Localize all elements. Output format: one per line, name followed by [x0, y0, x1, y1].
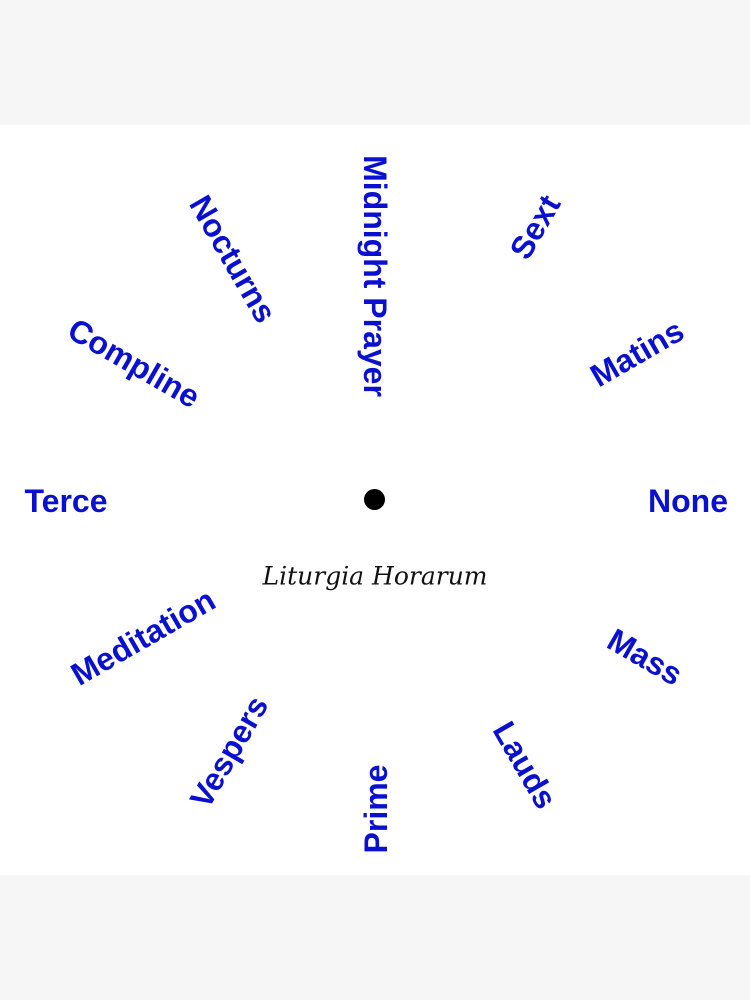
hour-label-vespers: Vespers — [182, 689, 276, 815]
hour-label-lauds: Lauds — [485, 715, 565, 815]
hour-label-terce: Terce — [24, 483, 108, 519]
hour-label-compline: Compline — [61, 310, 207, 416]
hour-label-matins: Matins — [584, 312, 690, 394]
hour-label-nocturns: Nocturns — [182, 189, 284, 329]
hour-label-sext: Sext — [502, 188, 568, 266]
hour-label-none: None — [648, 483, 728, 519]
hour-label-mass: Mass — [601, 621, 689, 693]
center-dot — [364, 489, 385, 510]
hour-label-meditation: Meditation — [64, 581, 222, 693]
hour-label-midnight-prayer: Midnight Prayer — [357, 155, 393, 397]
hour-label-prime: Prime — [358, 764, 394, 854]
clock-face: Midnight Prayer Sext Matins None Mass La… — [0, 125, 750, 875]
liturgia-horarum-title: Liturgia Horarum — [262, 561, 488, 591]
